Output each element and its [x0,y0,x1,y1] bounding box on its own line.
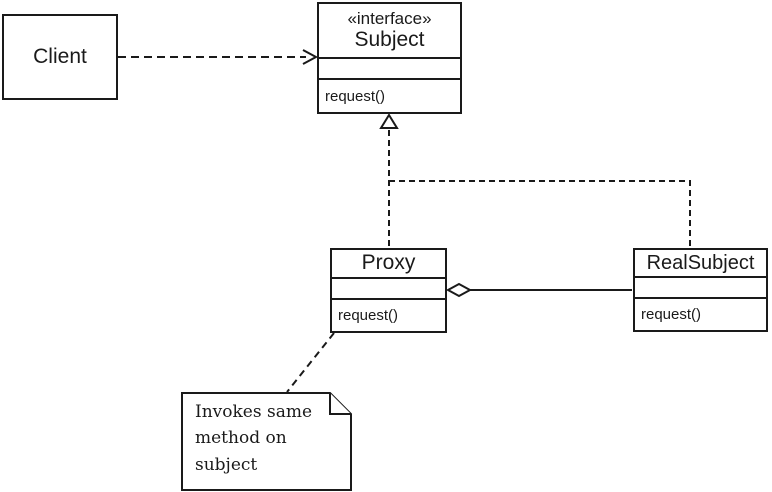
class-box-subject: «interface» Subject request() [317,2,462,114]
open-arrowhead-icon [302,49,319,65]
realization-line-realsubject-subject [389,180,691,247]
class-title-subject: «interface» Subject [319,4,460,59]
hollow-diamond-icon [445,282,473,298]
class-name-realsubject: RealSubject [646,251,755,274]
stereotype-label: «interface» [347,8,432,28]
class-name-subject: Subject [354,28,425,52]
method-label-realsubject: request() [641,306,702,323]
note-text: Invokes same method on subject [195,402,313,475]
note-shape-icon [181,392,352,491]
uml-note: Invokes same method on subject [181,392,352,491]
attributes-compartment-realsubject [635,278,766,299]
class-name-proxy: Proxy [361,251,416,275]
methods-compartment-subject: request() [319,80,460,112]
method-label-proxy: request() [338,307,399,324]
note-anchor-line [286,332,335,393]
attributes-compartment-proxy [332,279,445,300]
class-box-proxy: Proxy request() [330,248,447,333]
class-title-proxy: Proxy [332,250,445,279]
hollow-triangle-arrowhead-icon [379,113,399,129]
methods-compartment-realsubject: request() [635,299,766,330]
class-name-client: Client [33,45,87,68]
method-label-subject: request() [325,87,386,105]
attributes-compartment-subject [319,59,460,80]
class-title-realsubject: RealSubject [635,250,766,278]
class-box-realsubject: RealSubject request() [633,248,768,332]
class-box-client: Client [2,14,118,100]
methods-compartment-proxy: request() [332,300,445,331]
